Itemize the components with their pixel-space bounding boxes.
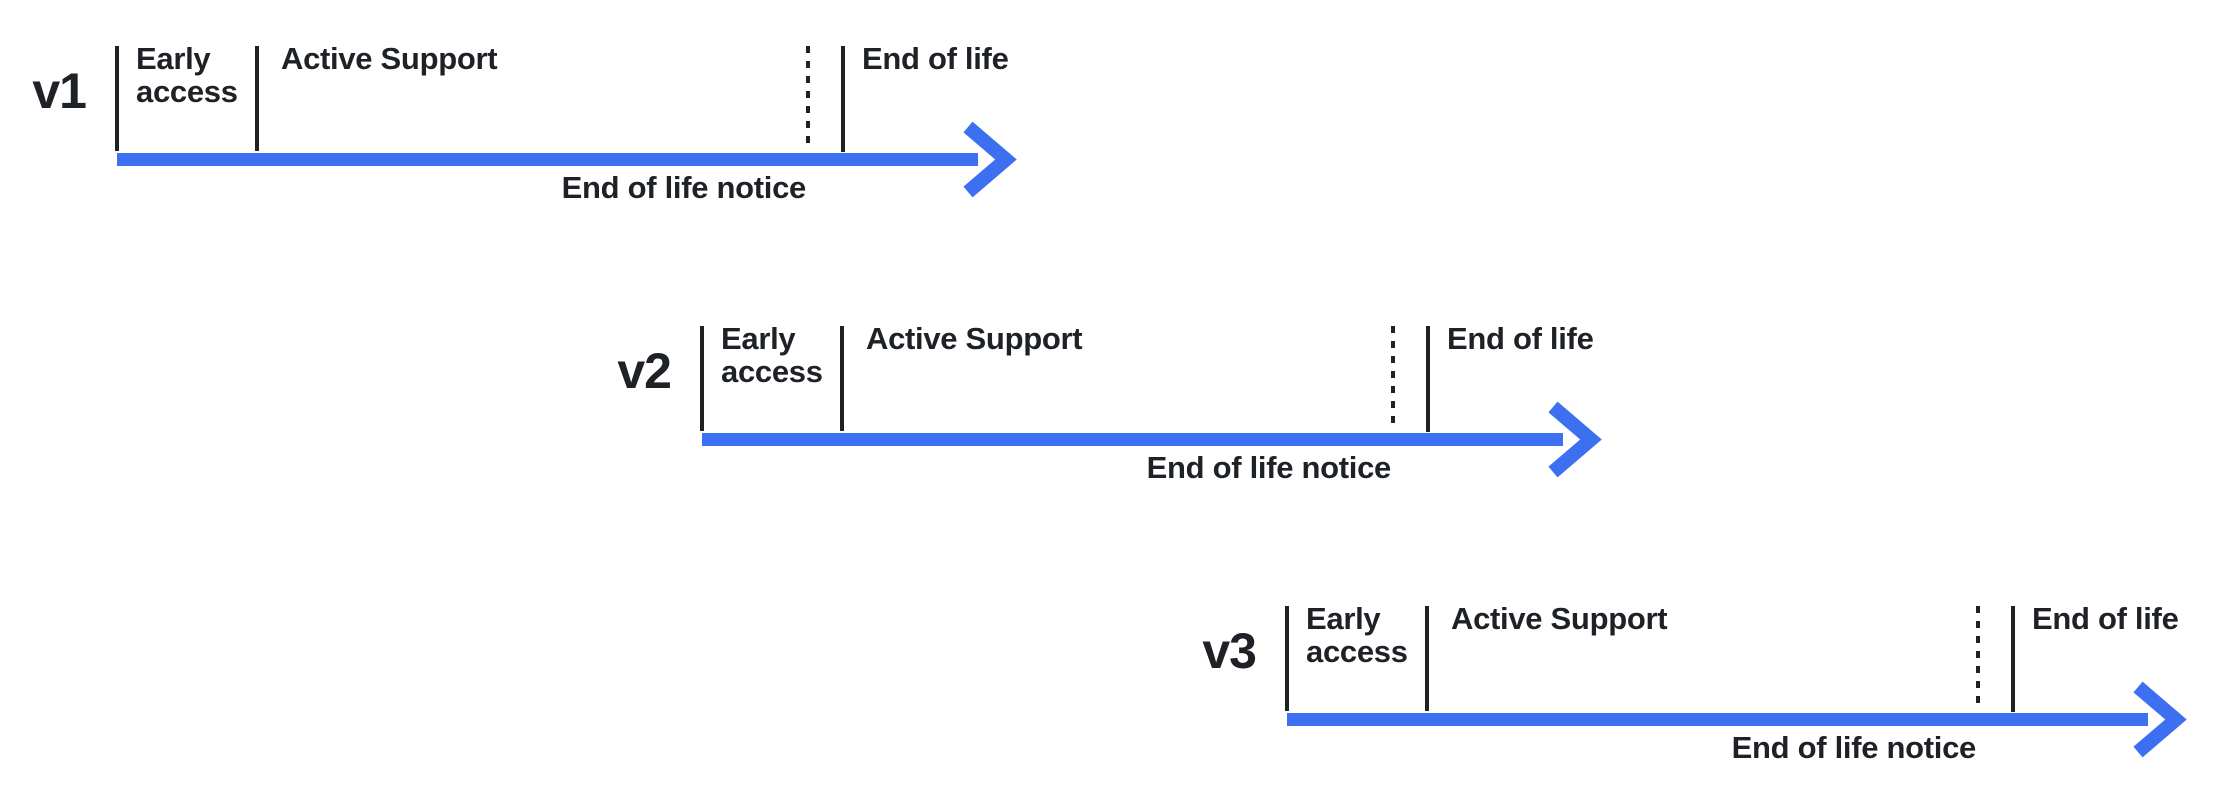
end-of-life-notice-label: End of life notice — [561, 170, 807, 205]
arrow-head-icon — [2133, 681, 2187, 758]
early-access-label: Early access — [1306, 601, 1408, 669]
active-support-label: Active Support — [281, 41, 498, 76]
version-label: v1 — [32, 63, 87, 119]
end-of-life-notice-label: End of life notice — [1731, 730, 1977, 765]
end-of-life-label: End of life — [1447, 321, 1594, 356]
timeline-v3: v3 Early access Active Support End of li… — [1170, 560, 2228, 795]
end-of-life-notice-label: End of life notice — [1146, 450, 1392, 485]
early-access-label: Early access — [136, 41, 238, 109]
timeline-axis — [115, 46, 1017, 198]
active-support-label: Active Support — [1451, 601, 1668, 636]
timeline-axis — [700, 326, 1602, 478]
version-label: v2 — [617, 343, 672, 399]
early-access-label: Early access — [721, 321, 823, 389]
version-label: v3 — [1202, 623, 1257, 679]
active-support-label: Active Support — [866, 321, 1083, 356]
arrow-head-icon — [963, 121, 1017, 198]
end-of-life-label: End of life — [862, 41, 1009, 76]
arrow-head-icon — [1548, 401, 1602, 478]
timeline-axis — [1285, 606, 2187, 758]
end-of-life-label: End of life — [2032, 601, 2179, 636]
timeline-v2: v2 Early access Active Support End of li… — [585, 280, 1695, 515]
timeline-v1: v1 Early access Active Support End of li… — [0, 0, 1110, 235]
